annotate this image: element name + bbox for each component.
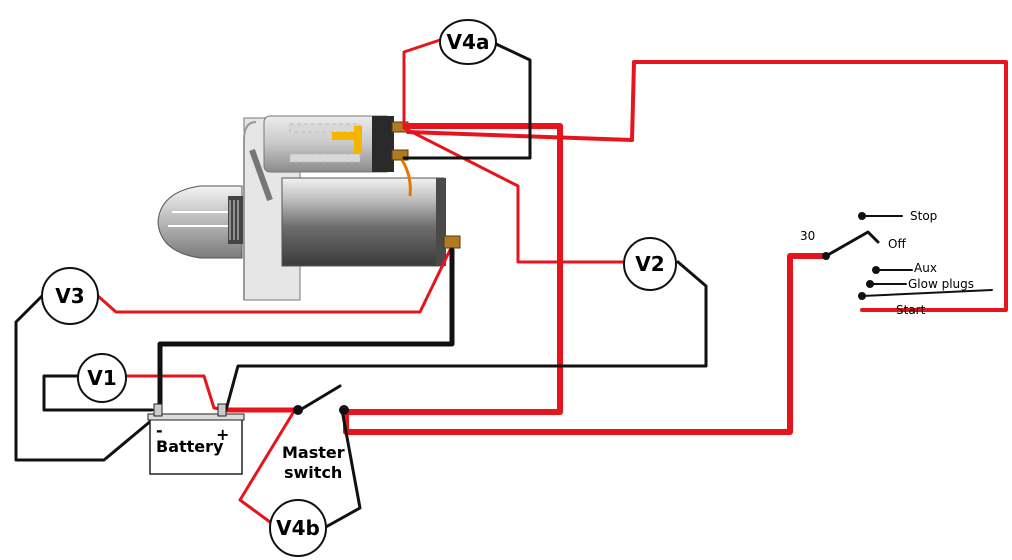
battery-label: Battery bbox=[156, 437, 224, 456]
ignition-terminal-30: 30 bbox=[800, 229, 815, 243]
negative-wires bbox=[14, 42, 708, 530]
ignition-aux-label: Aux bbox=[914, 261, 937, 275]
master-switch-label-line2: switch bbox=[284, 463, 342, 482]
ignition-off-label: Off bbox=[888, 237, 906, 251]
ignition-stop-label: Stop bbox=[910, 209, 937, 223]
battery-minus-label: - bbox=[156, 421, 163, 440]
battery-plus-label: + bbox=[216, 425, 229, 444]
ignition-start-label: Start bbox=[896, 303, 926, 317]
voltmeter-v4b-label: V4b bbox=[276, 516, 320, 540]
voltmeter-v4a-label: V4a bbox=[447, 30, 490, 54]
voltmeter-v2-label: V2 bbox=[635, 252, 664, 276]
voltmeter-v4a: V4a bbox=[439, 19, 497, 65]
ignition-switch-icon bbox=[822, 212, 993, 300]
master-switch-icon bbox=[293, 405, 349, 415]
ignition-glow-label: Glow plugs bbox=[908, 277, 974, 291]
starter-motor-icon bbox=[157, 115, 461, 301]
voltmeter-v3-label: V3 bbox=[55, 284, 84, 308]
voltmeter-v4b: V4b bbox=[269, 499, 327, 557]
battery-icon bbox=[147, 403, 245, 475]
voltmeter-v2: V2 bbox=[623, 237, 677, 291]
voltmeter-v3: V3 bbox=[41, 267, 99, 325]
master-switch-label-line1: Master bbox=[282, 443, 345, 462]
voltmeter-v1: V1 bbox=[77, 353, 127, 403]
voltmeter-v1-label: V1 bbox=[87, 366, 116, 390]
